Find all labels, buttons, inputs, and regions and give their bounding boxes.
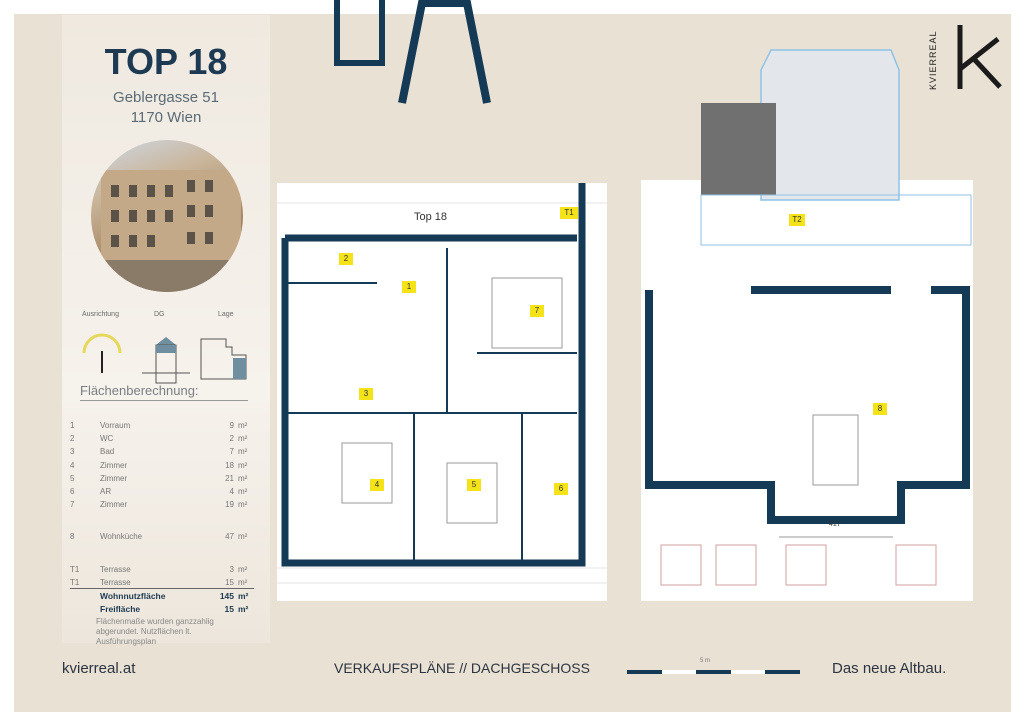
- room-number: 3: [70, 447, 75, 457]
- unit: m²: [238, 577, 248, 587]
- location-label: Lage: [218, 311, 234, 318]
- room-label: 8: [873, 403, 887, 415]
- room-label: 4: [370, 479, 384, 491]
- area-row: 8 Wohnküche 47 m²: [70, 530, 254, 543]
- room-name: Zimmer: [100, 473, 128, 483]
- room-label: 6: [554, 483, 568, 495]
- unit: m²: [238, 487, 248, 497]
- area-row: 1 Vorraum 9 m²: [70, 419, 254, 432]
- area-note: Flächenmaße wurden ganzzahlig abgerundet…: [96, 617, 214, 646]
- unit-label: Top 18: [414, 211, 448, 223]
- room-area: 47: [225, 532, 234, 542]
- unit: m²: [238, 532, 248, 542]
- room-label: T1: [560, 207, 578, 219]
- room-name: Bad: [100, 447, 115, 457]
- unit: m²: [238, 473, 248, 483]
- area-row: 4 Zimmer 18 m²: [70, 459, 254, 472]
- room-label: 7: [530, 305, 544, 317]
- room-label: 5: [467, 479, 481, 491]
- room-area: 15: [225, 577, 234, 587]
- room-name: AR: [100, 487, 112, 497]
- brand-logo: [957, 25, 1002, 89]
- room-area: 3: [229, 564, 234, 574]
- total-row: Freifläche 15 m²: [70, 602, 254, 615]
- total-name: Freifläche: [100, 603, 141, 614]
- unit: m²: [238, 434, 248, 444]
- floor-label: DG: [154, 311, 165, 318]
- info-panel: TOP 18 Geblergasse 51 1170 Wien Ausricht…: [62, 15, 270, 646]
- area-row: 6 AR 4 m²: [70, 485, 254, 498]
- slogan: Das neue Altbau.: [832, 660, 947, 677]
- floor-plan-upper: T2 8 417: [641, 49, 973, 601]
- street: Geblergasse 51: [113, 89, 219, 106]
- room-label: 2: [339, 253, 353, 265]
- area-row: 2 WC 2 m²: [70, 432, 254, 445]
- room-number: 4: [70, 460, 75, 470]
- dimension-label: 417: [829, 521, 841, 528]
- room-number: 1: [70, 421, 75, 431]
- room-area: 2: [229, 434, 234, 444]
- room-number: 6: [70, 487, 75, 497]
- room-area: 19: [225, 500, 234, 510]
- building-photo: [91, 140, 243, 292]
- city: 1170 Wien: [130, 109, 202, 126]
- room-name: Zimmer: [100, 460, 128, 470]
- room-area: 4: [229, 487, 234, 497]
- unit: m²: [238, 460, 248, 470]
- area-row: T1 Terrasse 3 m²: [70, 563, 254, 576]
- unit: m²: [234, 588, 254, 603]
- room-label: 3: [359, 388, 373, 400]
- room-name: Wohnküche: [100, 532, 143, 542]
- area-row: 3 Bad 7 m²: [70, 445, 254, 458]
- room-number: T1: [70, 577, 80, 587]
- area-heading: Flächenberechnung:: [80, 383, 248, 401]
- area-row: 5 Zimmer 21 m²: [70, 472, 254, 485]
- total-name: Wohnnutzfläche: [100, 588, 210, 603]
- room-name: Terrasse: [100, 564, 131, 574]
- website-link[interactable]: kvierreal.at: [62, 660, 136, 677]
- scale-bar: [627, 670, 800, 674]
- floor-plan-lower: Top 18 2 1 3 4 5 6 7 T1: [277, 0, 607, 601]
- total-value: 15: [224, 603, 234, 614]
- room-name: Vorraum: [100, 421, 131, 431]
- area-row: T1 Terrasse 15 m²: [70, 576, 254, 589]
- unit: m²: [238, 447, 248, 457]
- room-number: 7: [70, 500, 75, 510]
- orientation-icons: [82, 333, 247, 384]
- room-label: 1: [402, 281, 416, 293]
- room-number: 8: [70, 532, 75, 542]
- unit-title: TOP 18: [104, 41, 228, 82]
- unit: m²: [238, 500, 248, 510]
- total-value: 145: [210, 588, 234, 603]
- room-area: 7: [229, 447, 234, 457]
- room-number: T1: [70, 564, 80, 574]
- room-label: T2: [789, 214, 805, 226]
- brand-name: KVIERREAL: [928, 30, 938, 90]
- room-area: 18: [225, 460, 234, 470]
- room-area: 21: [225, 473, 234, 483]
- unit: m²: [238, 564, 248, 574]
- plan-caption: VERKAUFSPLÄNE // DACHGESCHOSS: [334, 660, 590, 676]
- area-row: 7 Zimmer 19 m²: [70, 498, 254, 511]
- scale-label: 5 m: [700, 658, 711, 664]
- room-name: Terrasse: [100, 577, 131, 587]
- unit: m²: [238, 421, 248, 431]
- room-area: 9: [229, 421, 234, 431]
- orientation-label: Ausrichtung: [82, 311, 119, 318]
- room-name: WC: [100, 434, 114, 444]
- unit: m²: [238, 603, 249, 614]
- room-name: Zimmer: [100, 500, 128, 510]
- room-number: 5: [70, 473, 75, 483]
- room-number: 2: [70, 434, 75, 444]
